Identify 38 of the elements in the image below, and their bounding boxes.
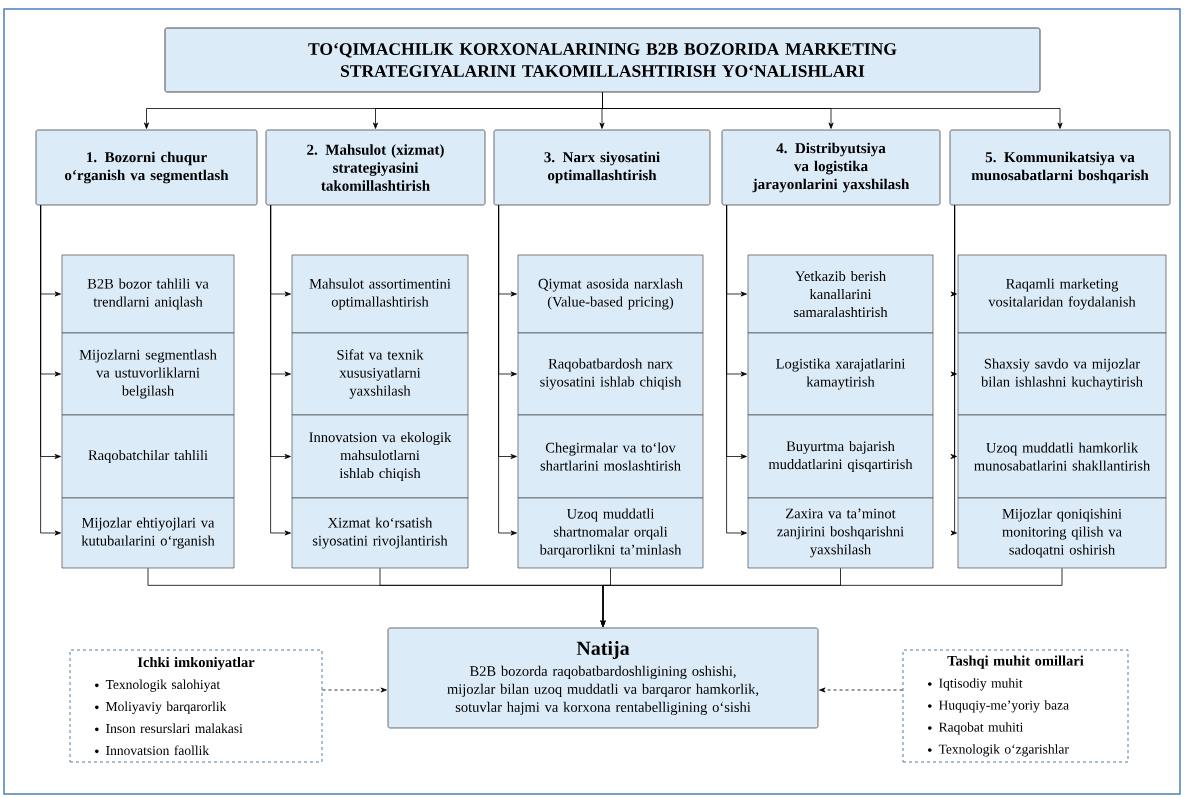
factor-box: Tashqi muhit omillari Iqtisodiy muhit Huquqiy-me’yoriy baza Raqobat muhiti Texnologik o‘zgarishlar bbox=[902, 649, 1129, 763]
step-box: Logistika xarajatlarini kamaytirish bbox=[747, 332, 934, 416]
step-box: Yetkazib berish kanallarini samaralashtirish bbox=[747, 254, 934, 334]
step-box: Raqamli marketing vositalaridan foydalanish bbox=[957, 254, 1167, 334]
arrow bbox=[602, 92, 1063, 129]
step-box: Mijozlar qoniqishini monitoring qilish va sadoqatni oshirish bbox=[957, 497, 1167, 569]
arrow bbox=[40, 205, 61, 536]
step-box: Qiymat asosida narxlash (Value-based pricing) bbox=[517, 254, 704, 334]
step-box: Mijozlarni segmentlash va ustuvorliklarni belgilash bbox=[61, 332, 235, 416]
step-box: Mahsulot assortimentini optimallashtirish bbox=[291, 254, 469, 334]
step-box: Uzoq muddatli shartnomalar orqali barqarorlikni ta’minlash bbox=[517, 497, 704, 569]
arrow bbox=[498, 205, 517, 536]
step-box: Buyurtma bajarish muddatlarini qisqartirish bbox=[747, 414, 934, 499]
step-box: Uzoq muddatli hamkorlik munosabatlarini shakllantirish bbox=[957, 414, 1167, 499]
title-box: TO‘QIMACHILIK KORXONALARINING B2B BOZORIDA MARKETING STRATEGIYALARINI TAKOMILLASHTIRISH YO‘NALISHLARI bbox=[164, 27, 1041, 93]
result-box: Natija B2B bozorda raqobatbardoshligining oshishi, mijozlar bilan uzoq muddatli va barqaror hamkorlik, sotuvlar hajmi va korxona rentabelligining o‘sishi bbox=[387, 627, 819, 729]
heading-box: 4. Distribyutsiya va logistika jarayonlarini yaxshilash bbox=[721, 129, 941, 206]
arrow bbox=[600, 567, 1063, 627]
factor-box: Ichki imkoniyatlar Texnologik salohiyat Moliyaviy barqarorlik Inson resurslari malakasi Innovatsion faollik bbox=[69, 649, 323, 763]
step-box: B2B bozor tahlili va trendlarni aniqlash bbox=[61, 254, 235, 334]
arrow bbox=[950, 205, 957, 536]
heading-box: 5. Kommunikatsiya va munosabatlarni boshqarish bbox=[949, 129, 1171, 206]
arrow bbox=[726, 205, 747, 536]
heading-box: 3. Narx siyosatini optimallashtirish bbox=[493, 129, 711, 206]
step-box: Chegirmalar va to‘lov shartlarini moslashtirish bbox=[517, 414, 704, 499]
step-box: Mijozlar ehtiyojlari va kutubaılarini o‘rganish bbox=[61, 497, 235, 569]
heading-box: 2. Mahsulot (xizmat) strategiyasini takomillashtirish bbox=[265, 129, 486, 206]
arrow bbox=[322, 687, 387, 693]
arrow bbox=[270, 205, 291, 536]
step-box: Raqobatbardosh narx siyosatini ishlab chiqish bbox=[517, 332, 704, 416]
step-box: Xizmat ko‘rsatish siyosatini rivojlantirish bbox=[291, 497, 469, 569]
heading-box: 1. Bozorni chuqur o‘rganish va segmentlash bbox=[35, 129, 258, 206]
step-box: Raqobatchilar tahlili bbox=[61, 414, 235, 499]
step-box: Sifat va texnik xususiyatlarni yaxshilash bbox=[291, 332, 469, 416]
arrow bbox=[819, 687, 903, 693]
step-box: Zaxira va ta’minot zanjirini boshqarishni yaxshilash bbox=[747, 497, 934, 569]
step-box: Innovatsion va ekologik mahsulotlarni ishlab chiqish bbox=[291, 414, 469, 499]
step-box: Shaxsiy savdo va mijozlar bilan ishlashni kuchaytirish bbox=[957, 332, 1167, 416]
